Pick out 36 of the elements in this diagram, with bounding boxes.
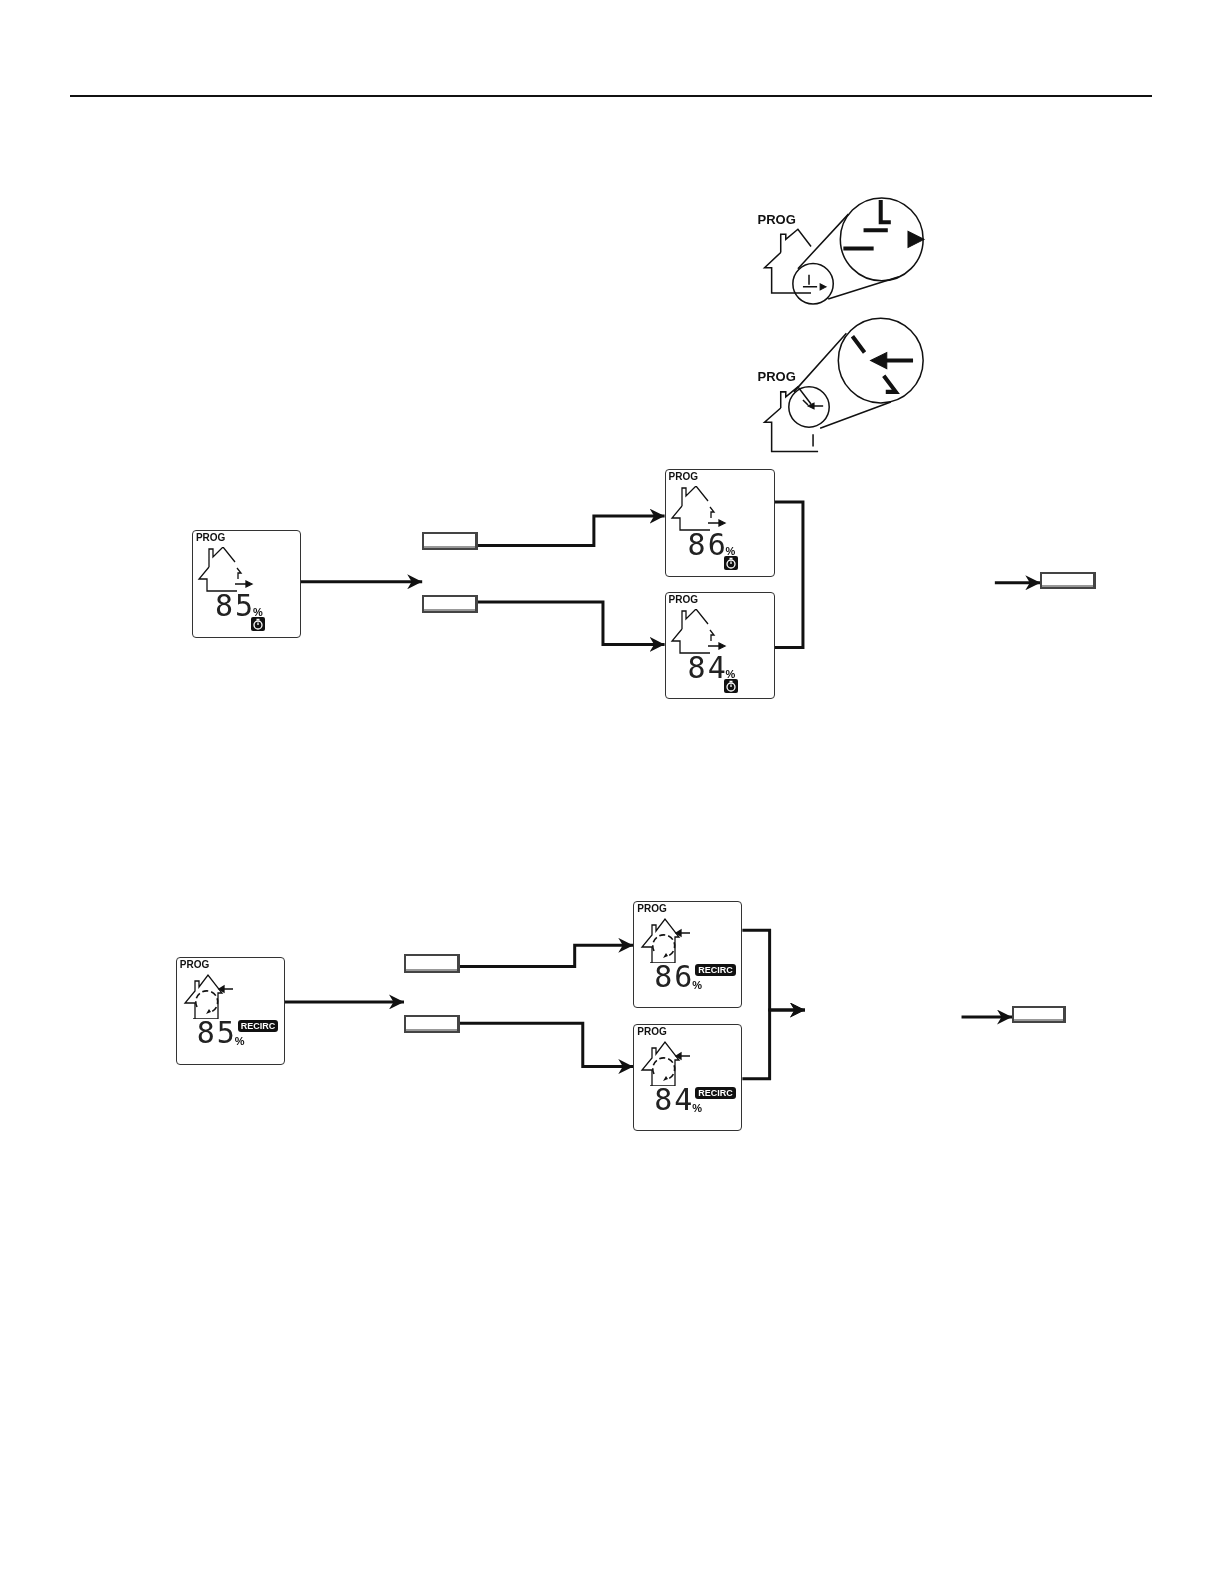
flow-arrow [742, 1002, 805, 1081]
button-outline [422, 532, 478, 551]
flow-arrow [284, 994, 404, 1010]
percent-sign: % [234, 1036, 245, 1048]
lcd-display [633, 900, 743, 1008]
display-mode-label: PROG [757, 369, 796, 383]
lcd-display [664, 468, 775, 577]
percent-sign: % [725, 668, 736, 680]
display-mode-text: PROG [637, 1027, 667, 1038]
percent-sign: % [252, 607, 263, 619]
button-outline [422, 594, 478, 614]
display-mode-text: PROG [195, 533, 226, 544]
mode-badge: RECIRC [695, 963, 736, 976]
flow-arrow [459, 937, 634, 969]
display-mode-text: PROG [668, 471, 699, 482]
flow-arrow [477, 508, 665, 547]
flow-arrow [961, 1009, 1012, 1025]
lcd-display [191, 530, 301, 639]
flow-arrow [994, 575, 1041, 591]
lcd-display [664, 591, 775, 699]
flow-arrow [301, 574, 423, 590]
percent-sign: % [725, 545, 736, 557]
button-outline [1040, 571, 1096, 589]
button-outline [404, 1015, 460, 1034]
button-outline [1012, 1005, 1066, 1024]
display-mode-text: PROG [637, 903, 667, 914]
display-mode-text: PROG [668, 594, 699, 605]
lcd-display [633, 1024, 743, 1132]
lcd-display [175, 957, 285, 1065]
mode-badge: RECIRC [695, 1087, 736, 1100]
button-outline [404, 954, 460, 973]
flow-arrow [477, 600, 665, 652]
display-mode-label: PROG [757, 213, 796, 227]
display-mode-text: PROG [179, 960, 210, 971]
flow-arrow [459, 1021, 634, 1075]
mode-badge: RECIRC [237, 1020, 279, 1033]
